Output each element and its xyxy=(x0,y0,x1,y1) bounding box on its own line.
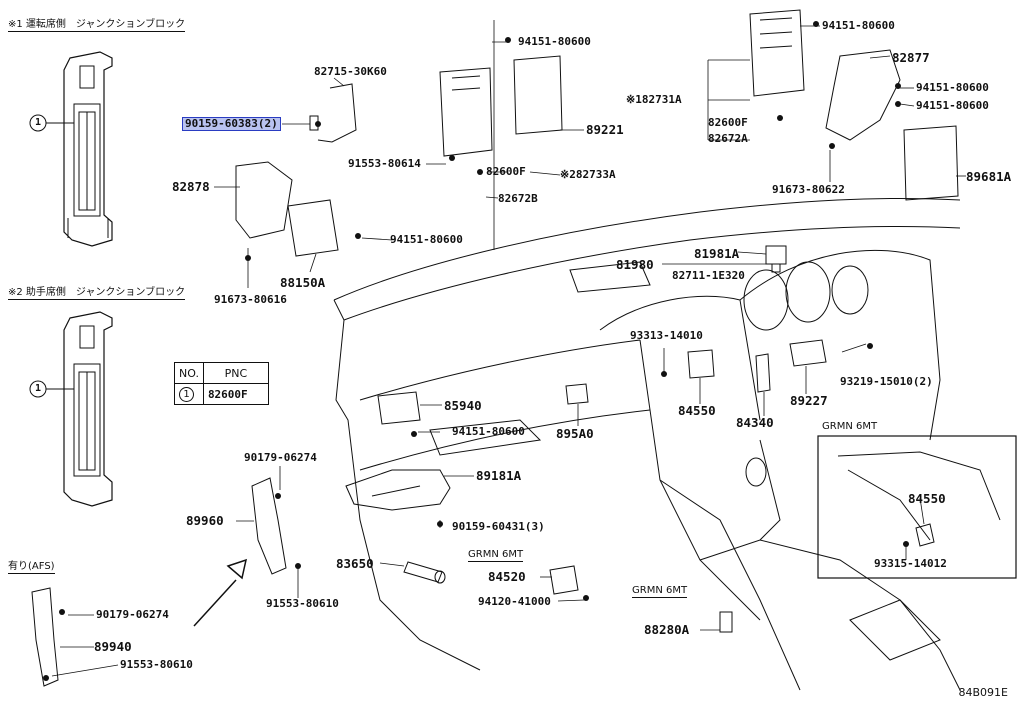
bracket-89960-part xyxy=(251,477,287,575)
part-label-82672a[interactable]: 82672A xyxy=(708,132,748,145)
header-driver-junction-block: ※1 運転席側 ジャンクションブロック xyxy=(8,19,186,32)
bulb-88280a-part xyxy=(719,611,733,633)
part-label-93219-15010[interactable]: 93219-15010(2) xyxy=(840,375,933,388)
diagram-code: 84B091E xyxy=(958,686,1009,699)
part-label-89221[interactable]: 89221 xyxy=(586,122,624,137)
part-label-82600f-a[interactable]: 82600F xyxy=(486,165,526,178)
part-label-895a0[interactable]: 895A0 xyxy=(556,426,594,441)
part-label-83650[interactable]: 83650 xyxy=(336,556,374,571)
part-label-91553-80610-b[interactable]: 91553-80610 xyxy=(120,658,193,671)
part-label-82711-1e320[interactable]: 82711-1E320 xyxy=(672,269,745,282)
part-label-84550-b[interactable]: 84550 xyxy=(908,491,946,506)
bracket-82715-part xyxy=(309,83,357,143)
bracket-82877-part xyxy=(825,49,901,141)
part-label-82733a[interactable]: ※282733A xyxy=(560,168,616,181)
callout-circle-1b xyxy=(29,380,74,398)
fasteners xyxy=(43,21,909,681)
part-label-89940[interactable]: 89940 xyxy=(94,639,132,654)
part-label-82672b[interactable]: 82672B xyxy=(498,192,538,205)
part-label-90159-60383[interactable]: 90159-60383(2) xyxy=(182,117,281,131)
switch-895a0-part xyxy=(565,383,589,405)
header-grmn-6mt-b: GRMN 6MT xyxy=(632,585,688,598)
callout-circle-1a xyxy=(29,114,74,132)
callout-number-a: 1 xyxy=(35,117,42,128)
bracket-89940-part xyxy=(31,587,59,687)
part-label-91673-80622[interactable]: 91673-80622 xyxy=(772,183,845,196)
part-label-93313-14010[interactable]: 93313-14010 xyxy=(630,329,703,342)
switch-84550-part xyxy=(687,349,715,379)
header-passenger-junction-block: ※2 助手席側 ジャンクションブロック xyxy=(8,287,186,300)
legend-row-no: 1 xyxy=(174,383,204,405)
grmn-detail-box xyxy=(817,435,1017,579)
part-label-82731a[interactable]: ※182731A xyxy=(626,93,682,106)
part-label-90179-06274-b[interactable]: 90179-06274 xyxy=(96,608,169,621)
arrow-part xyxy=(193,558,248,627)
part-label-89227[interactable]: 89227 xyxy=(790,393,828,408)
part-label-94151-80600-f[interactable]: 94151-80600 xyxy=(452,425,525,438)
part-label-88280a[interactable]: 88280A xyxy=(644,622,690,637)
header-afs: 有り(AFS) xyxy=(8,561,55,574)
sensor-84340-part xyxy=(755,353,771,393)
part-label-94151-80600-b[interactable]: 94151-80600 xyxy=(518,35,591,48)
part-label-85940[interactable]: 85940 xyxy=(444,398,482,413)
part-label-88150a[interactable]: 88150A xyxy=(280,275,326,290)
switch-84520-part xyxy=(549,565,579,595)
part-label-82877[interactable]: 82877 xyxy=(892,50,930,65)
legend-header-no: NO. xyxy=(174,362,204,384)
part-label-89960[interactable]: 89960 xyxy=(186,513,224,528)
jb-82731a-part xyxy=(749,9,805,97)
callout-number-b: 1 xyxy=(35,383,42,394)
part-label-82600f-b[interactable]: 82600F xyxy=(708,116,748,129)
sensor-89227-part xyxy=(789,339,827,367)
part-label-94120-41000[interactable]: 94120-41000 xyxy=(478,595,551,608)
legend-header-pnc: PNC xyxy=(202,362,269,384)
cover-89181a-part xyxy=(345,469,451,511)
part-label-82878[interactable]: 82878 xyxy=(172,179,210,194)
pnc-legend-table: NO. PNC 1 82600F xyxy=(174,362,269,405)
relay-81981a-part xyxy=(765,245,787,273)
dashboard-outline xyxy=(333,198,961,691)
part-label-94151-80600-e[interactable]: 94151-80600 xyxy=(916,99,989,112)
module-89681a-part xyxy=(903,125,959,201)
part-label-81981a[interactable]: 81981A xyxy=(694,246,740,261)
part-label-94151-80600-c[interactable]: 94151-80600 xyxy=(822,19,895,32)
junction-block-passenger xyxy=(63,311,113,507)
part-label-89681a[interactable]: 89681A xyxy=(966,169,1012,184)
part-label-94151-80600-a[interactable]: 94151-80600 xyxy=(390,233,463,246)
part-label-81980[interactable]: 81980 xyxy=(616,257,654,272)
part-label-90159-60431[interactable]: 90159-60431(3) xyxy=(452,520,545,533)
legend-row-pnc: 82600F xyxy=(202,383,269,405)
bracket-82878-part xyxy=(235,161,339,257)
ecu-89221-part xyxy=(439,55,563,157)
part-label-91673-80616[interactable]: 91673-80616 xyxy=(214,293,287,306)
part-label-82715-30k60[interactable]: 82715-30K60 xyxy=(314,65,387,78)
part-label-91553-80610-a[interactable]: 91553-80610 xyxy=(266,597,339,610)
part-label-84520[interactable]: 84520 xyxy=(488,569,526,584)
part-label-89181a[interactable]: 89181A xyxy=(476,468,522,483)
header-grmn-6mt-c: GRMN 6MT xyxy=(822,421,878,432)
header-grmn-6mt-a: GRMN 6MT xyxy=(468,549,524,562)
part-label-84550-a[interactable]: 84550 xyxy=(678,403,716,418)
part-label-94151-80600-d[interactable]: 94151-80600 xyxy=(916,81,989,94)
sensor-85940-part xyxy=(377,391,421,425)
cylinder-83650-part xyxy=(403,561,446,584)
legend-circle: 1 xyxy=(179,386,194,402)
part-label-93315-14012[interactable]: 93315-14012 xyxy=(874,557,947,570)
part-label-84340[interactable]: 84340 xyxy=(736,415,774,430)
junction-block-driver xyxy=(63,51,113,247)
part-label-91553-80614[interactable]: 91553-80614 xyxy=(348,157,421,170)
part-label-90179-06274-a[interactable]: 90179-06274 xyxy=(244,451,317,464)
